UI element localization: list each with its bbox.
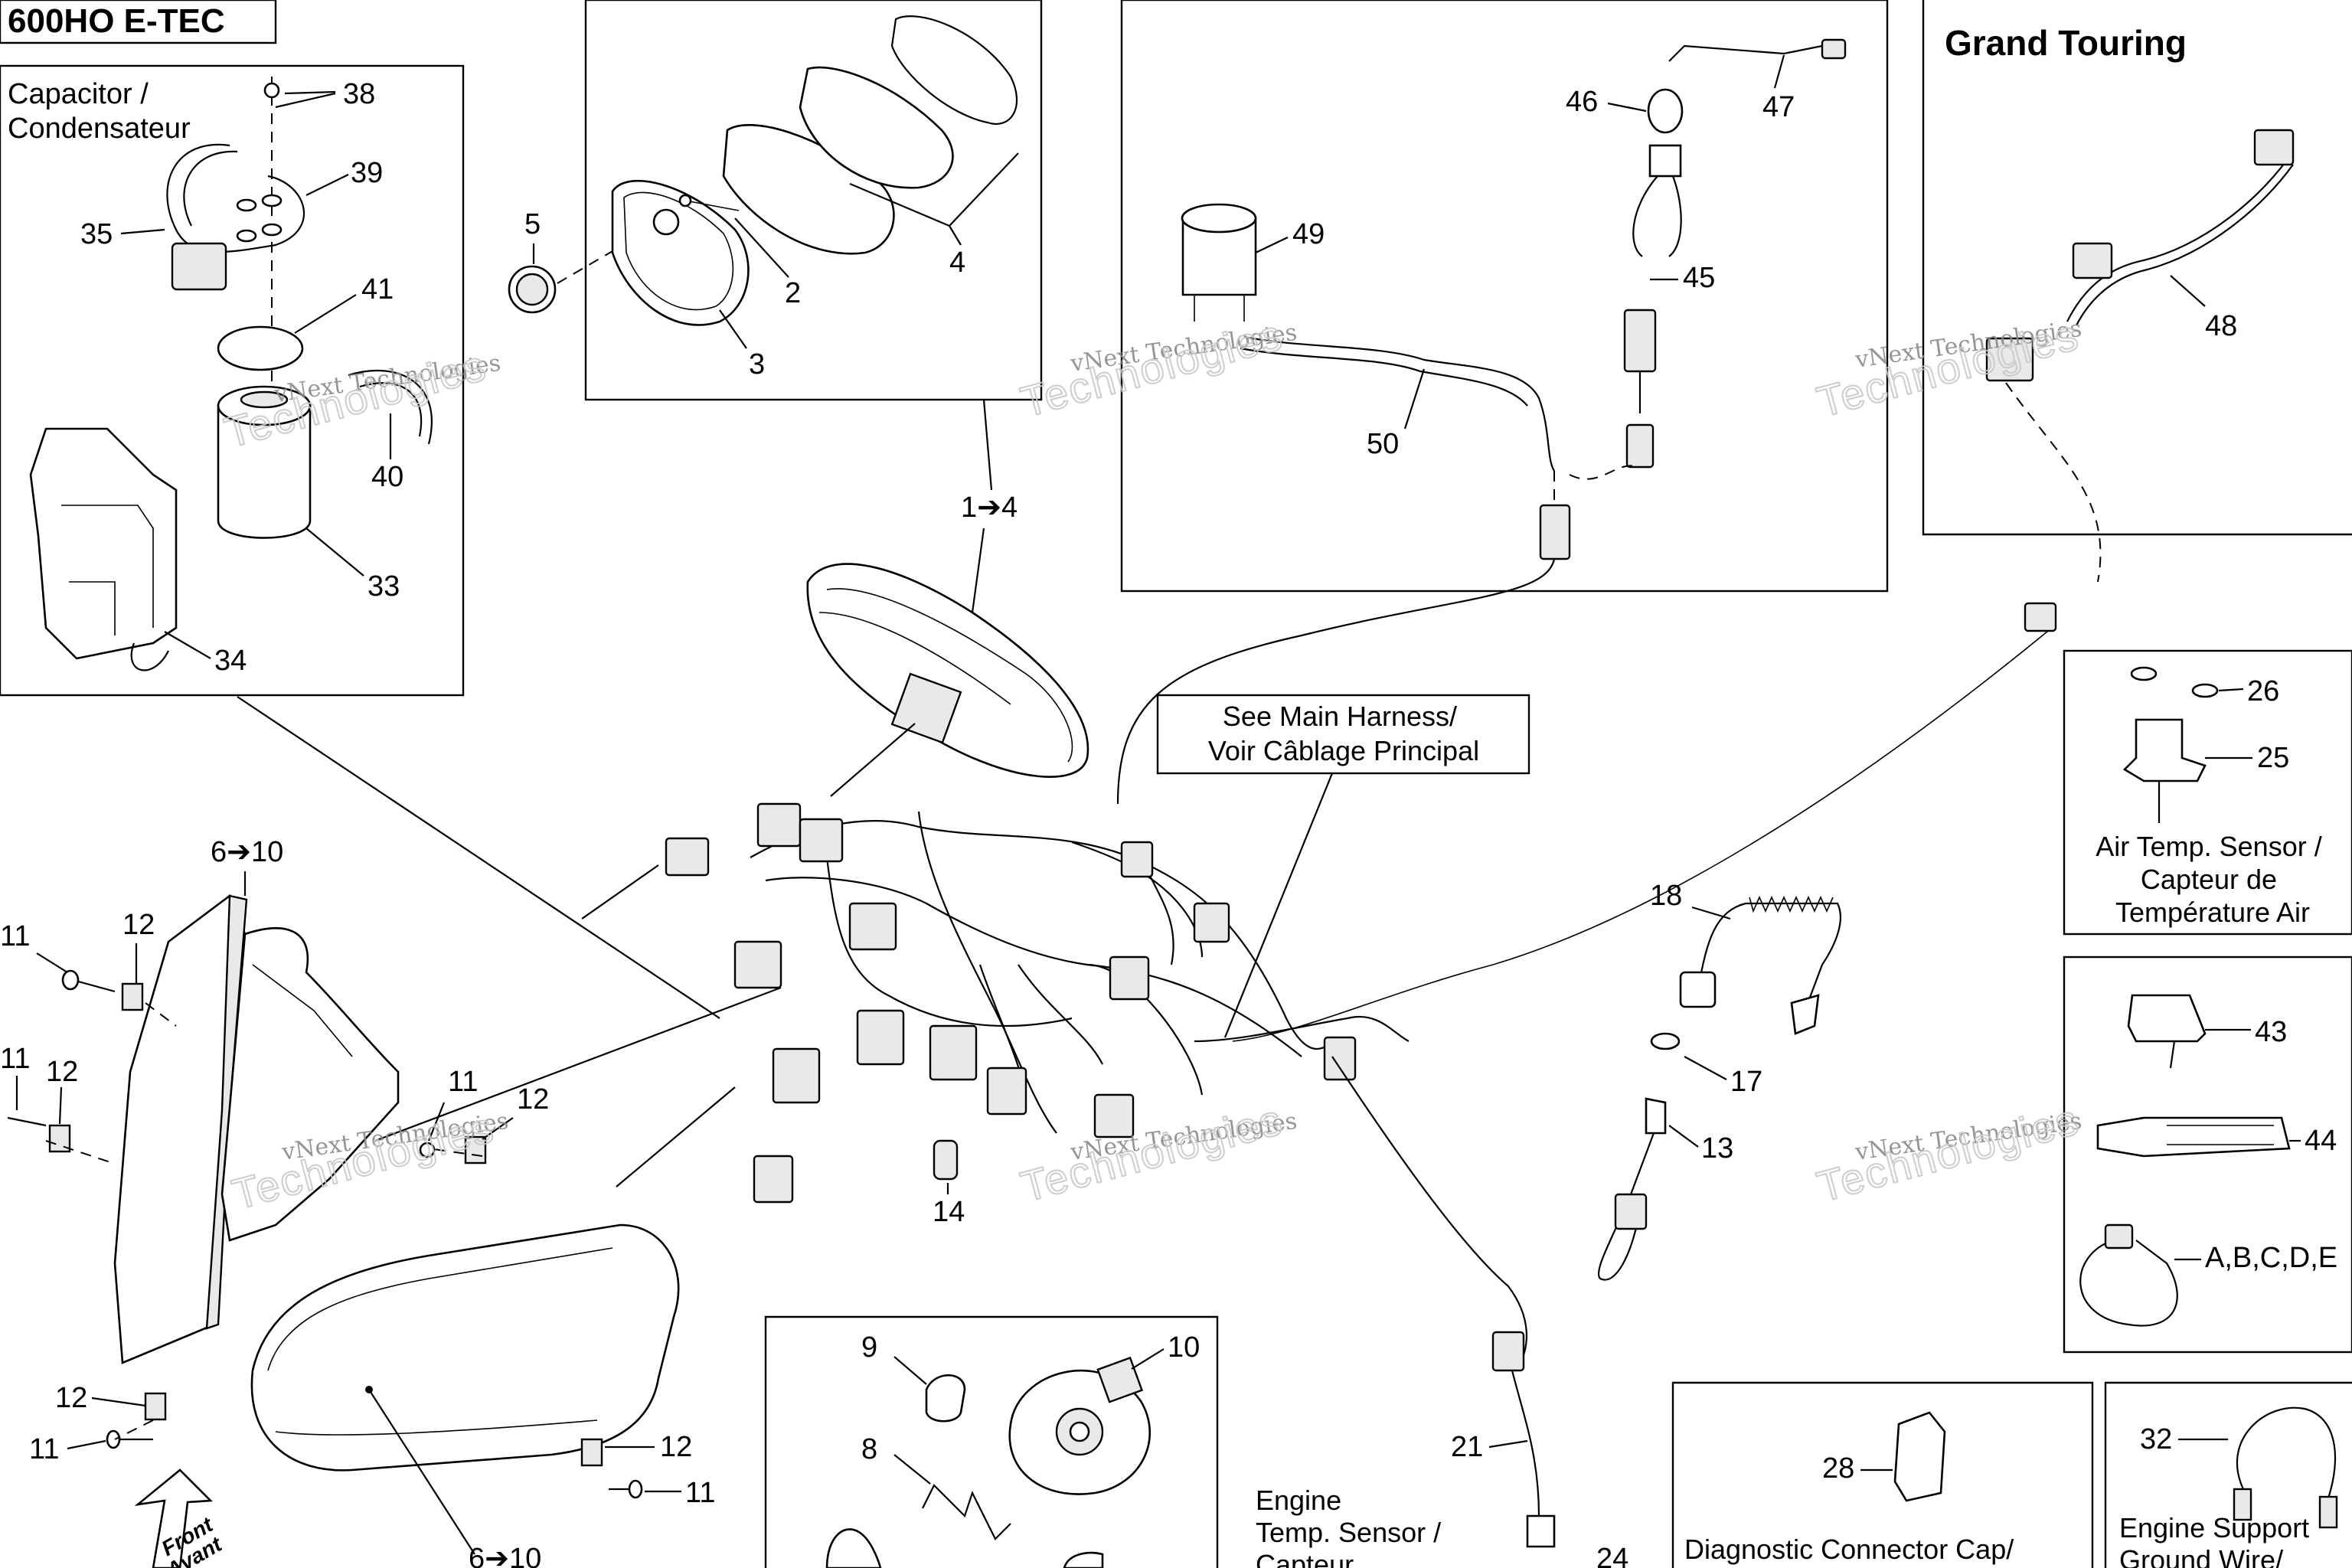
callout-40: 40 — [371, 461, 403, 493]
callout-43: 43 — [2255, 1016, 2287, 1048]
callout-5: 5 — [524, 208, 541, 240]
main-harness — [237, 558, 2057, 1204]
callout-35: 35 — [80, 218, 113, 250]
callout-11-b: 11 — [0, 1043, 30, 1075]
callout-13: 13 — [1701, 1132, 1733, 1165]
callout-14: 14 — [933, 1196, 965, 1228]
capacitor-label-line1: Capacitor / — [8, 78, 149, 110]
callout-39: 39 — [351, 157, 383, 189]
grand-touring-title: Grand Touring — [1945, 23, 2187, 63]
callout-34: 34 — [214, 645, 247, 677]
callout-32: 32 — [2140, 1423, 2172, 1455]
callout-8: 8 — [861, 1433, 877, 1465]
callout-44: 44 — [2305, 1125, 2337, 1157]
callout-49: 49 — [1292, 218, 1325, 250]
callout-12-a: 12 — [122, 909, 155, 941]
watermark-2b: Technologies — [1016, 310, 1288, 426]
callout-6to10-bottom: 6➔10 — [469, 1543, 541, 1568]
callout-26: 26 — [2247, 675, 2279, 707]
callout-21: 21 — [1451, 1431, 1483, 1463]
callout-10: 10 — [1168, 1331, 1200, 1364]
callout-2: 2 — [785, 277, 801, 309]
diagram-title: 600HO E-TEC — [8, 2, 225, 40]
callout-abcde: A,B,C,D,E — [2205, 1242, 2337, 1274]
callout-11-e: 11 — [685, 1477, 715, 1509]
engine-support-ground-panel: 32 Engine Support Ground Wire/ — [2104, 1381, 2352, 1568]
callout-1to4: 1➔4 — [961, 492, 1018, 524]
watermarks: vNext Technologies Technologies vNext Te… — [219, 309, 2085, 1220]
callout-50: 50 — [1367, 428, 1399, 460]
diagnostic-connector-panel: 28 Diagnostic Connector Cap/ — [1671, 1381, 2094, 1568]
callout-6to10-top: 6➔10 — [211, 836, 283, 868]
callout-24: 24 — [1596, 1543, 1628, 1568]
capacitor-label: Capacitor / Condensateur — [8, 78, 191, 145]
capacitor-label-line2: Condensateur — [8, 113, 191, 145]
callout-28: 28 — [1822, 1452, 1854, 1485]
callout-45: 45 — [1683, 262, 1715, 294]
headlight-group: 6➔10 11 12 11 12 11 12 12 11 12 11 6➔10 … — [0, 836, 715, 1568]
callout-48: 48 — [2205, 310, 2237, 342]
grand-touring-panel: Grand Touring 48 — [1922, 0, 2352, 583]
bulb-panel: 9 10 8 — [764, 1315, 1219, 1568]
callout-11-a: 11 — [0, 920, 30, 952]
callout-17: 17 — [1730, 1066, 1762, 1098]
engine-temp-sensor-label: Engine Temp. Sensor / Capteur — [1256, 1485, 1449, 1568]
gauge-panel: 5 2 3 4 1➔4 — [508, 0, 1043, 613]
callout-11-d: 11 — [29, 1433, 59, 1465]
sensor-items: 18 17 13 14 21 24 — [933, 880, 1841, 1568]
wire-panel: 46 47 49 45 50 — [1120, 0, 1889, 593]
watermark-3b: Technologies — [1812, 310, 2084, 426]
engine-support-ground-label: Engine Support Ground Wire/ — [2119, 1512, 2317, 1568]
consumables-panel: 43 44 A,B,C,D,E — [2063, 956, 2352, 1354]
capacitor-panel: Capacitor / Condensateur 38 39 35 — [0, 64, 465, 697]
title-box: 600HO E-TEC — [0, 0, 277, 44]
callout-12-c: 12 — [517, 1083, 549, 1116]
callout-46: 46 — [1566, 86, 1598, 118]
see-main-harness-box: See Main Harness/ Voir Câblage Principal — [1156, 694, 1530, 1038]
see-main-harness-label: See Main Harness/ Voir Câblage Principal — [1208, 701, 1479, 766]
watermark-6b: Technologies — [1812, 1095, 2084, 1211]
callout-47: 47 — [1762, 91, 1795, 123]
callout-12-b: 12 — [46, 1056, 78, 1088]
callout-12-d: 12 — [55, 1382, 87, 1414]
callout-38: 38 — [343, 78, 375, 110]
callout-33: 33 — [368, 570, 400, 603]
air-temp-sensor-panel: 26 25 Air Temp. Sensor / Capteur de Temp… — [2063, 649, 2352, 936]
callout-11-c: 11 — [448, 1066, 478, 1098]
air-temp-sensor-label: Air Temp. Sensor / Capteur de Températur… — [2096, 831, 2329, 928]
callout-41: 41 — [361, 273, 394, 305]
callout-12-e: 12 — [660, 1431, 692, 1463]
callout-3: 3 — [749, 348, 765, 381]
callout-4: 4 — [949, 247, 965, 279]
callout-9: 9 — [861, 1331, 877, 1364]
callout-25: 25 — [2257, 742, 2289, 774]
callout-18: 18 — [1650, 880, 1682, 912]
diagnostic-connector-label: Diagnostic Connector Cap/ — [1684, 1534, 2014, 1565]
watermark-5b: Technologies — [1016, 1095, 1288, 1211]
